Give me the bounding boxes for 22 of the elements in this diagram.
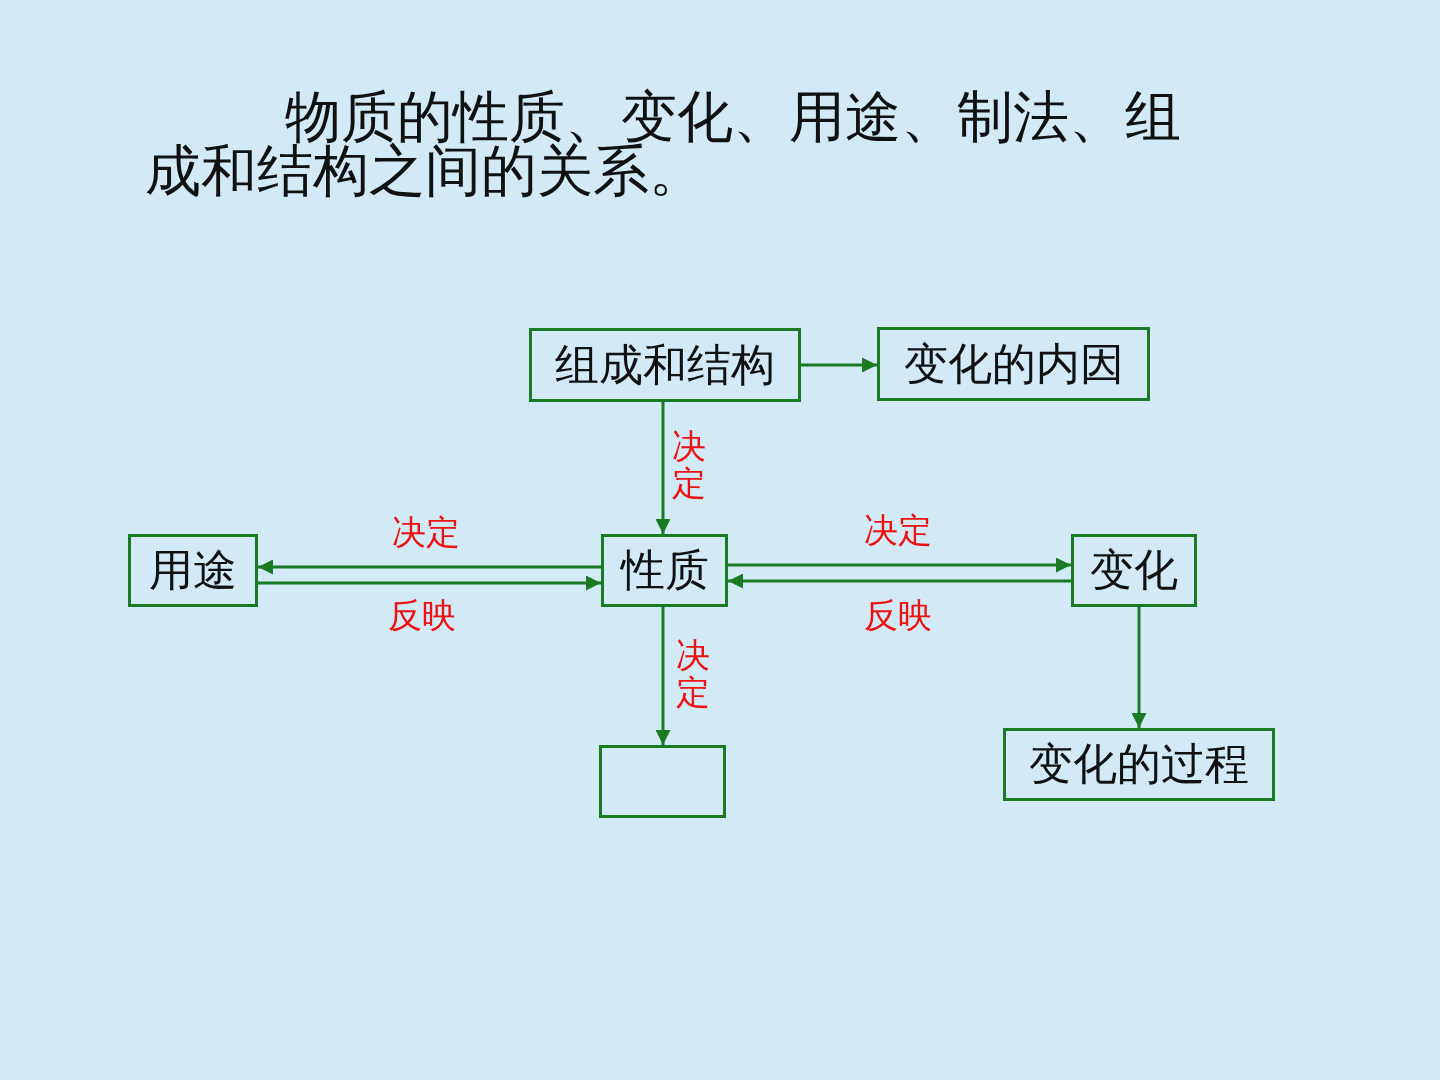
arrow	[655, 402, 671, 534]
process-box: 变化	[1071, 534, 1197, 607]
process-box: 变化的过程	[1003, 728, 1275, 801]
arrow	[1131, 607, 1147, 728]
arrow	[801, 357, 877, 373]
edge-label: 决定	[676, 637, 711, 712]
edge-label: 决定	[672, 428, 707, 503]
arrow	[655, 607, 671, 745]
edge-label: 反映	[864, 598, 932, 632]
arrow	[728, 557, 1071, 573]
empty-box	[599, 745, 726, 818]
edge-label: 反映	[388, 598, 456, 632]
arrow	[258, 575, 601, 591]
arrow	[728, 573, 1071, 589]
edge-label: 决定	[392, 515, 460, 549]
arrow	[258, 559, 601, 575]
edge-label: 决定	[864, 513, 932, 547]
process-box: 用途	[128, 534, 258, 607]
process-box: 变化的内因	[877, 327, 1150, 401]
process-box: 组成和结构	[529, 328, 801, 402]
title: 物质的性质、变化、用途、制法、组成和结构之间的关系。	[145, 90, 1182, 198]
process-box: 性质	[601, 534, 728, 607]
